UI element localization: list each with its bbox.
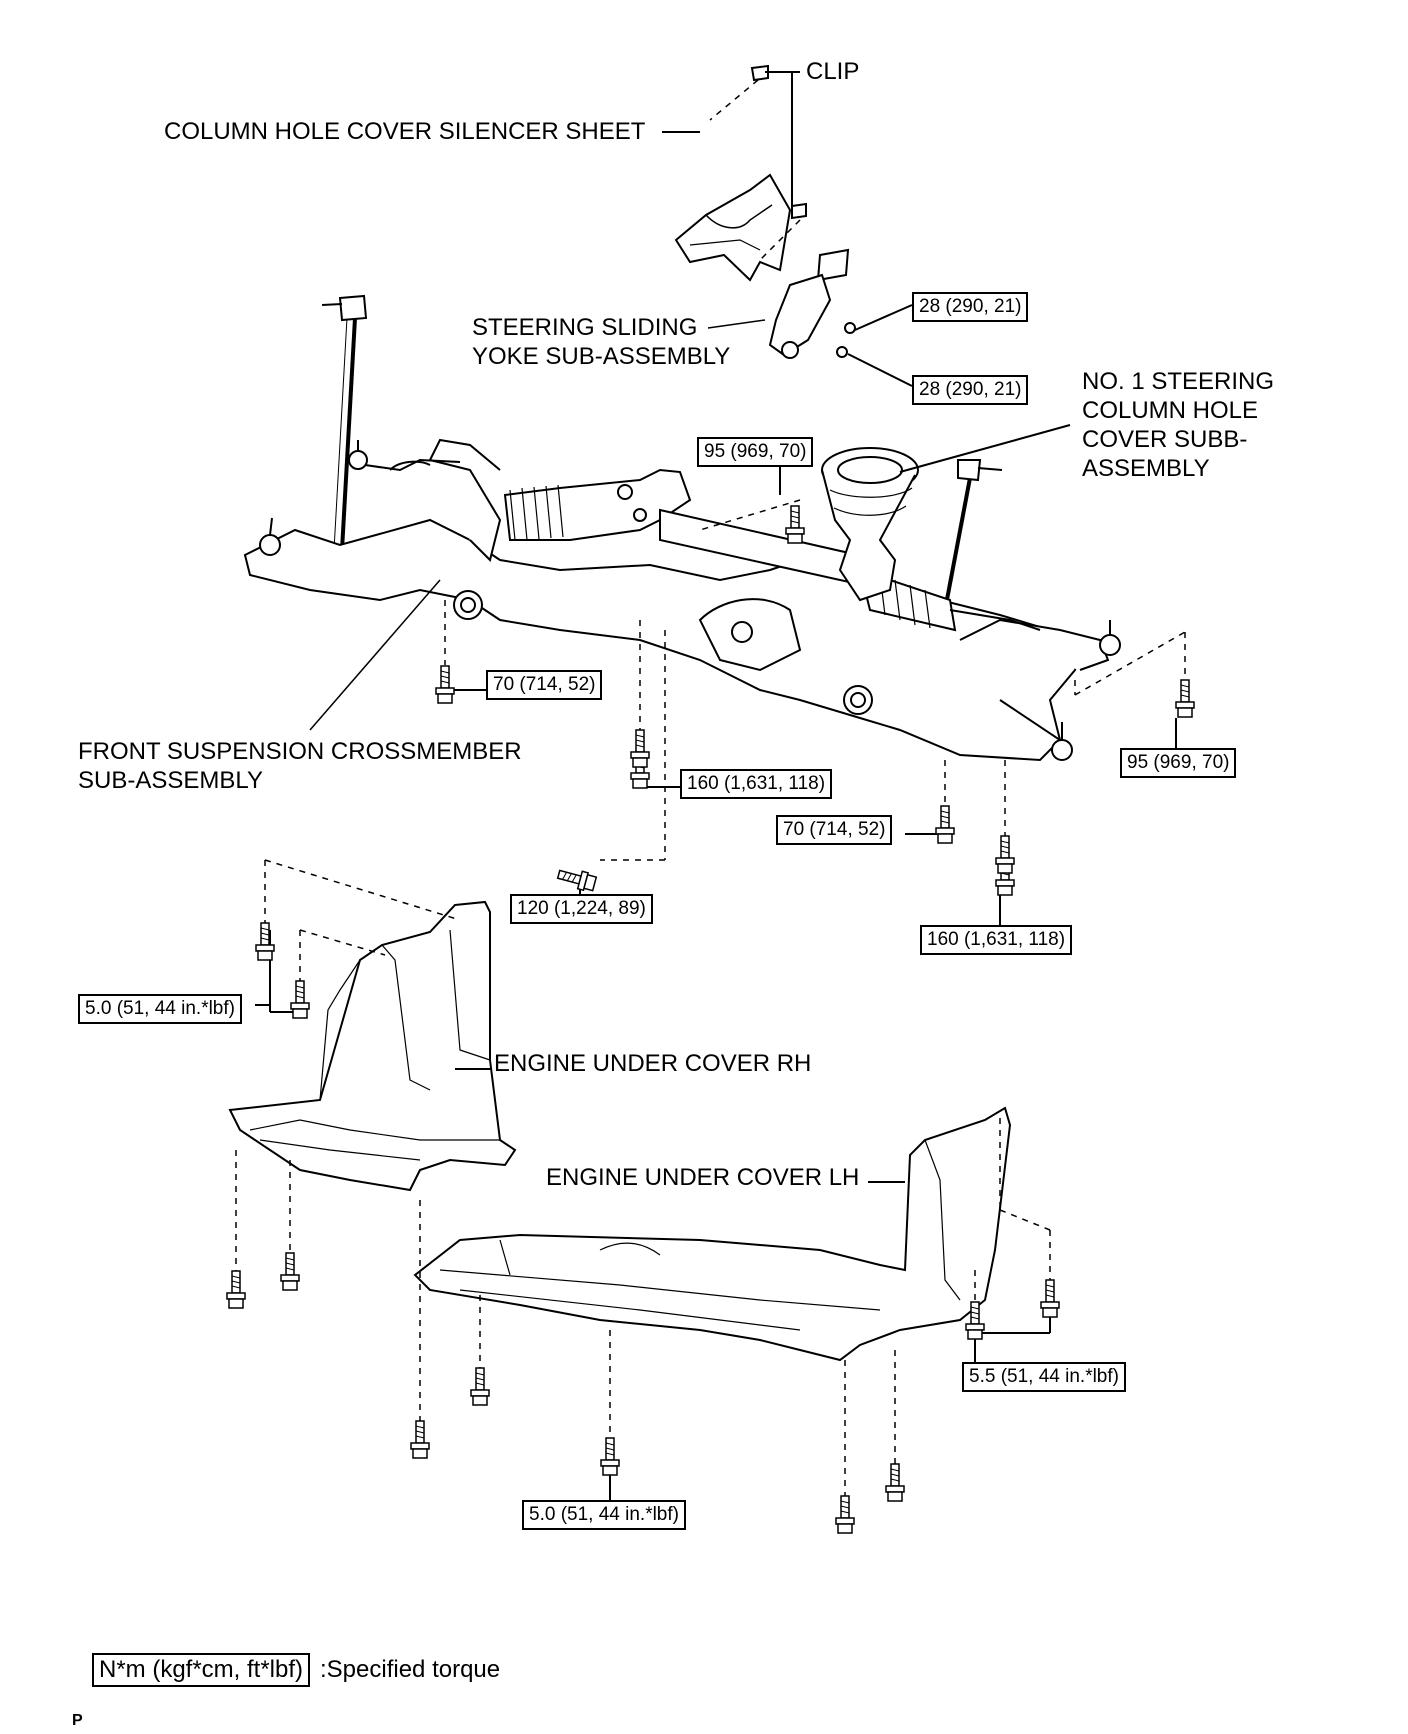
label-sliding-yoke-1: STEERING SLIDING bbox=[472, 314, 698, 341]
label-sliding-yoke-2: YOKE SUB-ASSEMBLY bbox=[472, 343, 731, 370]
label-clip: CLIP bbox=[806, 58, 860, 85]
label-column-cover-1: NO. 1 STEERING bbox=[1082, 368, 1275, 395]
legend-text: :Specified torque bbox=[320, 1656, 501, 1683]
stabilizer-link-left bbox=[321, 294, 368, 566]
torque-rh-cover-bolt: 5.0 (51, 44 in.*lbf) bbox=[78, 994, 242, 1024]
torque-lh-cover-bottom-bolt: 5.0 (51, 44 in.*lbf) bbox=[522, 1500, 686, 1530]
under-cover-lh-part bbox=[413, 1106, 1012, 1362]
label-under-cover-lh: ENGINE UNDER COVER LH bbox=[546, 1164, 860, 1191]
label-under-cover-rh: ENGINE UNDER COVER RH bbox=[494, 1050, 812, 1077]
silencer-sheet-part bbox=[674, 173, 792, 282]
torque-cm-center-right-bolt: 70 (714, 52) bbox=[776, 815, 893, 845]
legend-box: N*m (kgf*cm, ft*lbf) bbox=[92, 1653, 311, 1687]
label-column-cover-4: ASSEMBLY bbox=[1082, 455, 1210, 482]
sliding-yoke-part bbox=[768, 248, 856, 359]
clip-part bbox=[750, 64, 807, 220]
page-mark: P bbox=[72, 1712, 83, 1729]
torque-lh-cover-right-bolt: 5.5 (51, 44 in.*lbf) bbox=[962, 1362, 1126, 1392]
torque-cm-left-bolt: 70 (714, 52) bbox=[486, 670, 603, 700]
label-column-cover-2: COLUMN HOLE bbox=[1082, 397, 1259, 424]
torque-yoke-lower: 28 (290, 21) bbox=[912, 375, 1029, 405]
under-cover-rh-part bbox=[228, 900, 517, 1192]
label-silencer-sheet: COLUMN HOLE COVER SILENCER SHEET bbox=[164, 118, 646, 145]
crossmember-part bbox=[243, 438, 1121, 762]
torque-rack-bolt: 95 (969, 70) bbox=[697, 437, 814, 467]
label-crossmember-2: SUB-ASSEMBLY bbox=[78, 767, 263, 794]
torque-cm-rear-bolt: 120 (1,224, 89) bbox=[510, 894, 653, 924]
torque-cm-right-bolt: 95 (969, 70) bbox=[1120, 748, 1237, 778]
torque-yoke-upper: 28 (290, 21) bbox=[912, 292, 1029, 322]
label-column-cover-3: COVER SUBB- bbox=[1082, 426, 1248, 453]
label-crossmember-1: FRONT SUSPENSION CROSSMEMBER bbox=[78, 738, 522, 765]
column-hole-cover-part bbox=[821, 447, 919, 602]
torque-cm-center-bolt: 160 (1,631, 118) bbox=[680, 769, 833, 799]
torque-cm-rear-right-bolt: 160 (1,631, 118) bbox=[920, 925, 1073, 955]
